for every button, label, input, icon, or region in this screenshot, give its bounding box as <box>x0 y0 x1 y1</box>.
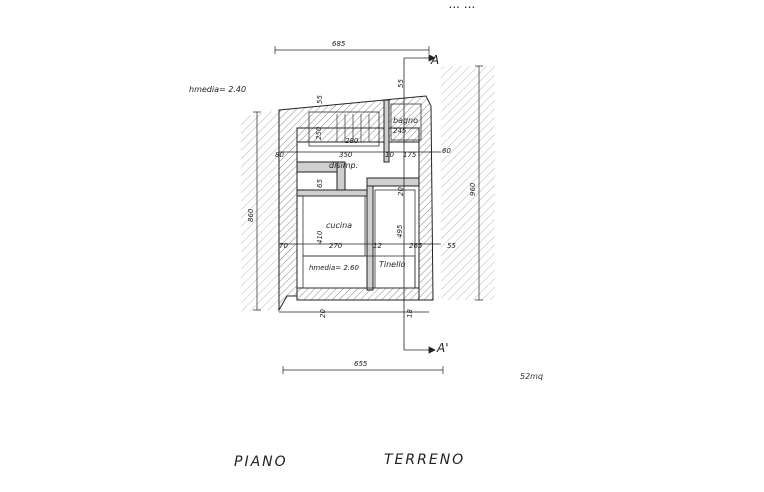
dim-20: 20 <box>319 309 327 318</box>
section-label-bottom: A' <box>436 341 449 355</box>
room-label-bagno: bagno <box>393 116 418 125</box>
area-note: 52mq <box>520 372 544 381</box>
title-word-2: TERRENO <box>384 452 466 468</box>
dim-80: 80 <box>275 151 284 159</box>
dim-175: 175 <box>403 151 417 159</box>
dim-495: 495 <box>396 224 404 238</box>
room-label-cucina: cucina <box>326 221 352 230</box>
section-label-top: A <box>430 53 439 67</box>
drawing-sheet: ... ... <box>179 0 586 492</box>
dim-right-height: 960 <box>469 182 477 196</box>
dim-65: 65 <box>316 179 324 188</box>
dim-overall-top: 685 <box>332 40 346 48</box>
dim-280: 280 <box>345 137 359 145</box>
dim-12: 12 <box>373 242 382 250</box>
dim-265: 265 <box>409 242 423 250</box>
dim-350: 350 <box>339 151 353 159</box>
dim-270: 270 <box>329 242 343 250</box>
dim-245: 245 <box>393 127 407 135</box>
header-text: ... ... <box>449 0 476 11</box>
inner-walls <box>296 99 420 291</box>
dim-60: 60 <box>442 147 451 155</box>
floor-plan: ... ... <box>189 0 495 374</box>
title-word-1: PIANO <box>234 454 288 470</box>
right-neighbor-hatch <box>441 66 495 300</box>
dim-55-right: 55 <box>447 242 456 250</box>
dim-250: 250 <box>315 126 323 140</box>
dim-10: 10 <box>385 151 394 159</box>
dim-55-top-left: 55 <box>316 95 324 104</box>
section-line <box>403 54 436 354</box>
dim-overall-bottom: 655 <box>354 360 368 368</box>
dim-70: 70 <box>279 242 288 250</box>
room-outlines <box>302 103 422 289</box>
room-label-disimp: disimp. <box>329 161 358 170</box>
dim-left-height: 860 <box>247 208 255 222</box>
dim-410: 410 <box>316 230 324 244</box>
left-neighbor-hatch <box>241 110 279 312</box>
dim-20-stairs: 20 <box>397 187 405 196</box>
hmedia-top: hmedia= 2.40 <box>189 85 246 94</box>
room-label-tinello: Tinello <box>379 260 406 269</box>
hmedia-mid: hmedia= 2.60 <box>309 264 359 272</box>
dim-18: 18 <box>406 309 414 318</box>
stairs <box>329 114 379 142</box>
dim-55-top-right: 55 <box>397 79 405 88</box>
